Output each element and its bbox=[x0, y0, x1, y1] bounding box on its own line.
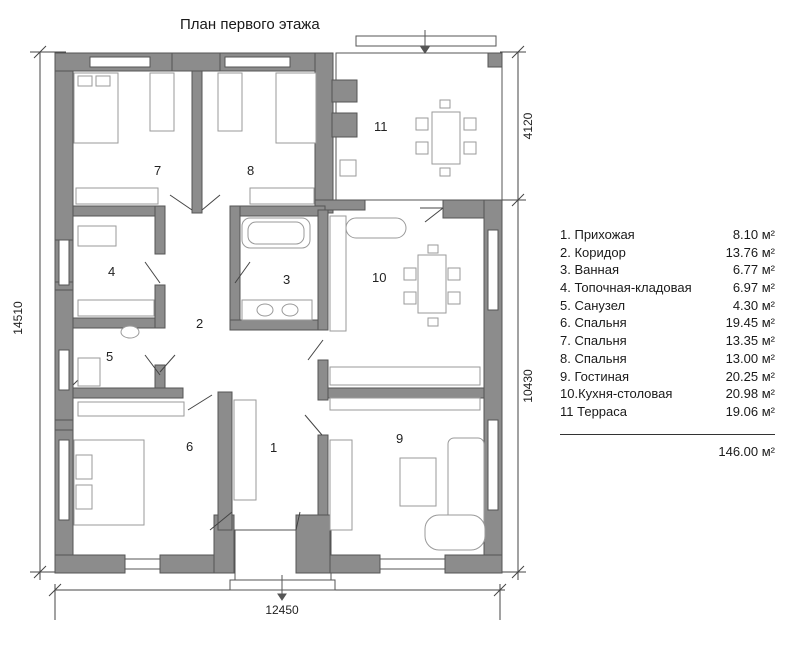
room-number-10: 10 bbox=[372, 270, 386, 285]
legend-row: 6. Спальня 19.45 м² bbox=[560, 314, 775, 332]
legend-name: Кухня-столовая bbox=[578, 386, 673, 402]
legend-divider bbox=[560, 433, 775, 435]
room-number-4: 4 bbox=[108, 264, 115, 279]
plan-title: План первого этажа bbox=[180, 16, 320, 33]
room-legend: 1. Прихожая 8.10 м² 2. Коридор 13.76 м² 3.… bbox=[560, 226, 775, 459]
legend-row: 9. Гостиная 20.25 м² bbox=[560, 368, 775, 386]
room-number-11: 11 bbox=[374, 119, 388, 134]
legend-num: 5. bbox=[560, 297, 571, 313]
room-number-3: 3 bbox=[283, 272, 290, 287]
legend-name: Ванная bbox=[574, 262, 619, 278]
legend-area: 19.06 м² bbox=[725, 403, 775, 419]
legend-name: Санузел bbox=[574, 297, 626, 313]
legend-num: 7. bbox=[560, 333, 571, 349]
door-swings bbox=[72, 194, 444, 531]
legend-name: Прихожая bbox=[574, 227, 635, 242]
legend-row: 8. Спальня 13.00 м² bbox=[560, 350, 775, 368]
terrace-outline bbox=[335, 30, 503, 201]
legend-row: 11 Терраса 19.06 м² bbox=[560, 403, 775, 421]
legend-row: 5. Санузел 4.30 м² bbox=[560, 297, 775, 315]
room-number-7: 7 bbox=[154, 163, 161, 178]
legend-row: 2. Коридор 13.76 м² bbox=[560, 244, 775, 262]
legend-area: 19.45 м² bbox=[725, 315, 775, 331]
windows bbox=[58, 56, 499, 570]
dimension-left: 14510 bbox=[11, 301, 25, 335]
legend-name: Спальня bbox=[574, 350, 627, 366]
room-number-8: 8 bbox=[247, 163, 254, 178]
legend-num: 2. bbox=[560, 244, 571, 260]
legend-row: 10.Кухня-столовая 20.98 м² bbox=[560, 385, 775, 403]
legend-num: 9. bbox=[560, 368, 571, 384]
legend-num: 4. bbox=[560, 280, 571, 296]
room-number-5: 5 bbox=[106, 349, 113, 364]
legend-num: 1. bbox=[560, 227, 571, 242]
room-number-6: 6 bbox=[186, 439, 193, 454]
legend-name: Коридор bbox=[574, 244, 626, 260]
room-number-2: 2 bbox=[196, 316, 203, 331]
legend-row: 4. Топочная-кладовая 6.97 м² bbox=[560, 279, 775, 297]
legend-area: 13.00 м² bbox=[725, 350, 775, 366]
legend-area: 8.10 м² bbox=[732, 227, 775, 242]
legend-row: 7. Спальня 13.35 м² bbox=[560, 332, 775, 350]
dimension-right-bottom: 10430 bbox=[521, 369, 535, 403]
furniture bbox=[73, 72, 486, 551]
room-number-9: 9 bbox=[396, 431, 403, 446]
terrace-column bbox=[487, 52, 503, 68]
legend-num: 11 bbox=[560, 403, 574, 419]
legend-area: 4.30 м² bbox=[732, 297, 775, 313]
legend-name: Терраса bbox=[577, 403, 627, 419]
legend-row: 1. Прихожая 8.10 м² bbox=[560, 226, 775, 244]
legend-name: Гостиная bbox=[574, 368, 630, 384]
legend-num: 6. bbox=[560, 315, 571, 331]
legend-name: Спальня bbox=[574, 315, 627, 331]
legend-area: 6.97 м² bbox=[732, 280, 775, 296]
legend-area: 13.76 м² bbox=[725, 244, 775, 260]
legend-area: 20.98 м² bbox=[725, 386, 775, 402]
legend-area: 20.25 м² bbox=[725, 368, 775, 384]
legend-name: Спальня bbox=[574, 333, 627, 349]
legend-num: 8. bbox=[560, 350, 571, 366]
legend-area: 13.35 м² bbox=[725, 333, 775, 349]
legend-total: 146.00 м² bbox=[718, 443, 775, 459]
legend-name: Топочная-кладовая bbox=[574, 280, 692, 296]
legend-num: 10. bbox=[560, 386, 579, 402]
legend-row: 3. Ванная 6.77 м² bbox=[560, 261, 775, 279]
legend-num: 3. bbox=[560, 262, 571, 278]
room-number-1: 1 bbox=[270, 440, 277, 455]
dimension-bottom: 12450 bbox=[265, 603, 299, 617]
dimension-right-top: 4120 bbox=[521, 112, 535, 139]
legend-area: 6.77 м² bbox=[732, 262, 775, 278]
